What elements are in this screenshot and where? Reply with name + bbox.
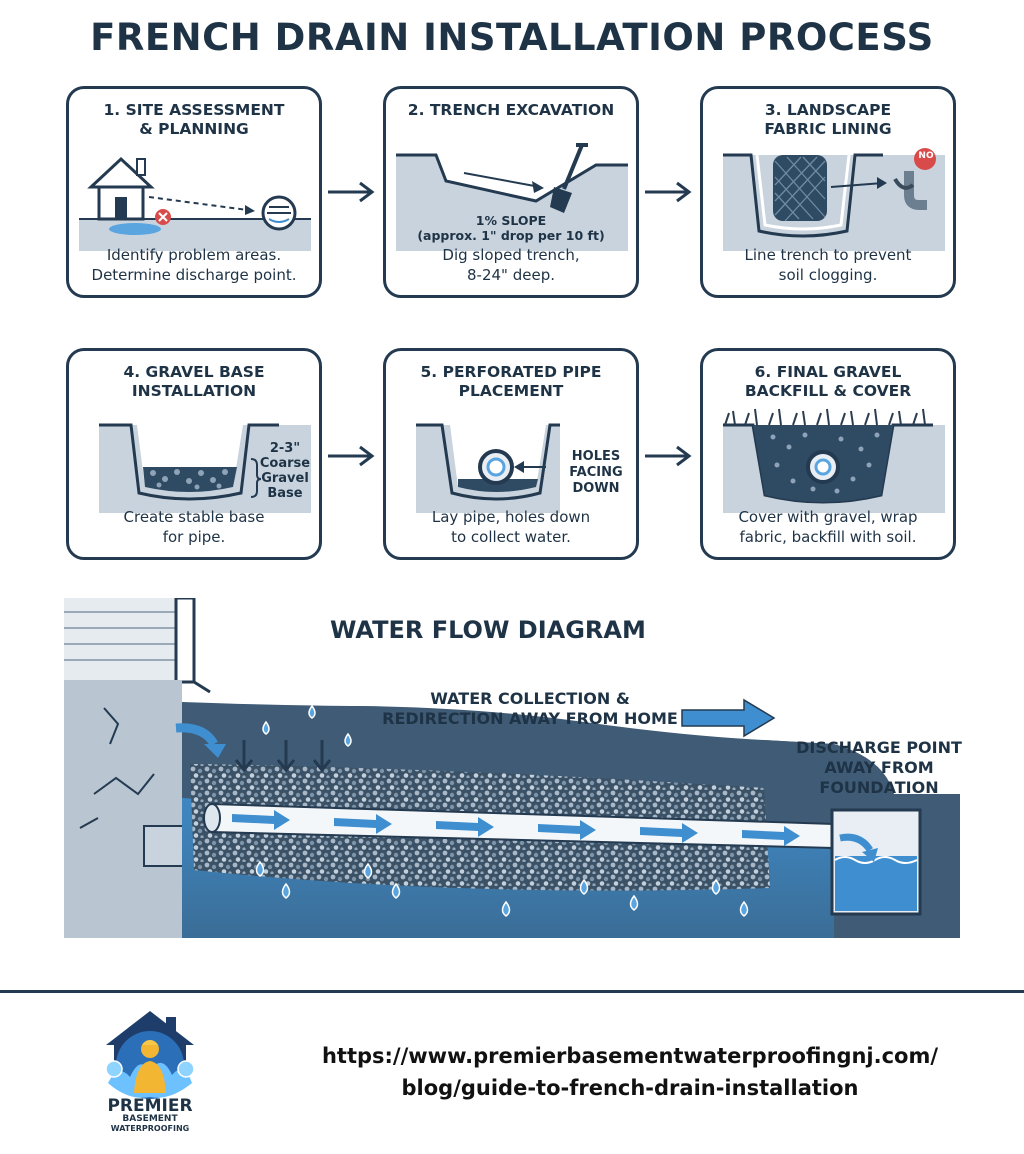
site-assessment-illustration: [79, 156, 311, 251]
step-card-2: 2. TRENCH EXCAVATION 1% SLOPE (approx. 1…: [383, 86, 639, 298]
collection-arrow-icon: [681, 698, 776, 738]
page-title: FRENCH DRAIN INSTALLATION PROCESS: [90, 16, 934, 59]
pipe-section-icon: [806, 450, 840, 484]
url-line-1: https://www.premierbasementwaterproofing…: [321, 1044, 939, 1068]
shovel-icon: [550, 143, 588, 213]
step-title: 5. PERFORATED PIPE PLACEMENT: [420, 363, 602, 400]
step-title: 2. TRENCH EXCAVATION: [407, 101, 615, 119]
flow-title: WATER FLOW DIAGRAM: [330, 616, 646, 644]
holes-label: HOLES FACING DOWN: [569, 449, 623, 496]
backfill-illustration: [723, 408, 945, 513]
fabric-roll-icon: [773, 155, 827, 222]
step-title: 3. LANDSCAPE FABRIC LINING: [764, 101, 892, 138]
arrow-right-icon: [645, 445, 692, 467]
no-badge-icon: [914, 148, 936, 170]
step-card-6: 6. FINAL GRAVEL BACKFILL & COVER Cover w…: [700, 348, 956, 560]
fabric-lining-illustration: [723, 148, 945, 251]
clogged-pipe-icon: [893, 171, 927, 210]
pipe-flow-arrows: [232, 810, 800, 846]
slope-label: 1% SLOPE (approx. 1" drop per 10 ft): [417, 213, 605, 243]
step-card-4: 4. GRAVEL BASE INSTALLATION 2-3" Coarse …: [66, 348, 322, 560]
footer-divider: [0, 990, 1024, 993]
logo-line-3: WATERPROOFING: [110, 1124, 190, 1133]
step-caption: Lay pipe, holes down to collect water.: [431, 508, 591, 546]
arrow-right-icon: [328, 445, 375, 467]
step-caption: Cover with gravel, wrap fabric, backfill…: [738, 508, 918, 546]
perforated-pipe-icon: [478, 449, 514, 485]
water-drops: [255, 704, 749, 917]
step-title: 1. SITE ASSESSMENT & PLANNING: [103, 101, 285, 138]
trench-excavation-illustration: [396, 143, 628, 251]
step-card-1: 1. SITE ASSESSMENT & PLANNING Identify p…: [66, 86, 322, 298]
logo-line-2: BASEMENT: [122, 1114, 178, 1124]
water-flow-illustration: [64, 598, 960, 938]
arrow-right-icon: [328, 181, 375, 203]
source-url[interactable]: https://www.premierbasementwaterproofing…: [260, 1040, 1000, 1104]
company-logo-icon: [105, 1011, 195, 1099]
step-caption: Identify problem areas. Determine discha…: [91, 246, 297, 284]
url-line-2: blog/guide-to-french-drain-installation: [401, 1076, 859, 1100]
infiltration-arrows: [234, 740, 332, 773]
step-title: 6. FINAL GRAVEL BACKFILL & COVER: [744, 363, 912, 400]
gravel-depth-label: 2-3" Coarse Gravel Base: [259, 441, 311, 501]
logo-line-1: PREMIER: [107, 1096, 193, 1116]
step-caption: Create stable base for pipe.: [123, 508, 265, 546]
drain-grate-icon: [261, 195, 297, 231]
step-caption: Dig sloped trench, 8-24" deep.: [442, 246, 580, 284]
house-icon: [87, 156, 155, 221]
step-caption: Line trench to prevent soil clogging.: [744, 246, 912, 284]
discharge-label: DISCHARGE POINT AWAY FROM FOUNDATION: [796, 738, 962, 797]
step-card-3: 3. LANDSCAPE FABRIC LINING NO Line trenc…: [700, 86, 956, 298]
step-card-5: 5. PERFORATED PIPE PLACEMENT HOLES FACIN…: [383, 348, 639, 560]
step-title: 4. GRAVEL BASE INSTALLATION: [123, 363, 265, 400]
arrow-right-icon: [645, 181, 692, 203]
grass-icon: [724, 408, 926, 426]
pipe-placement-illustration: [416, 423, 560, 513]
gravel-base-illustration: [99, 423, 311, 513]
no-badge-label: NO: [918, 151, 934, 161]
collection-label: WATER COLLECTION & REDIRECTION AWAY FROM…: [382, 689, 678, 728]
